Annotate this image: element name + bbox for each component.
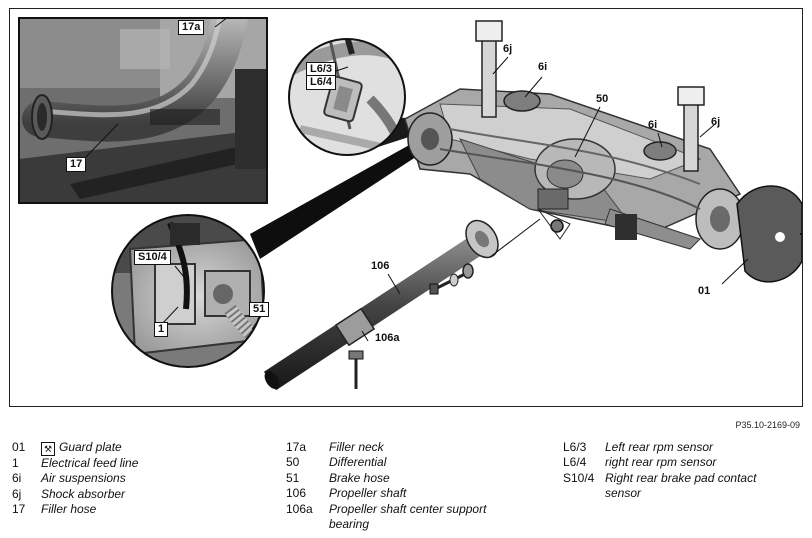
legend-item: L6/3 Left rear rpm sensor [563, 440, 756, 455]
legend-code: L6/3 [563, 440, 587, 454]
legend-code: 01 [12, 440, 26, 454]
legend-desc: Air suspensions [41, 471, 126, 486]
legend-item-continuation: bearing [286, 517, 486, 532]
callout-17a: 17a [178, 20, 205, 35]
callout-50: 50 [596, 93, 609, 105]
legend-desc: Propeller shaft [329, 486, 407, 501]
wrench-badge-icon: ⚒ [41, 442, 55, 456]
legend-code: L6/4 [563, 455, 587, 470]
leader-lines [81, 16, 749, 342]
legend-desc: Left rear rpm sensor [605, 440, 714, 454]
legend-code: 106 [286, 486, 307, 501]
inset-connector-big [250, 139, 428, 259]
callout-6j-left: 6j [503, 43, 513, 55]
callout-17: 17 [66, 157, 87, 172]
legend-item: 17 Filler hose [12, 502, 138, 517]
legend-code: 51 [286, 470, 300, 485]
legend-desc: Filler neck [329, 440, 384, 454]
legend-item: S10/4 Right rear brake pad contact [563, 471, 756, 486]
callout-106a: 106a [375, 332, 400, 344]
legend-code-empty [286, 517, 329, 532]
legend-code: 17a [286, 440, 307, 454]
figure-reference: P35.10-2169-09 [735, 420, 800, 430]
legend-desc: bearing [329, 517, 370, 532]
legend-column-1: 01 ⚒Guard plate 1 Electrical feed line 6… [12, 440, 138, 518]
legend-desc: Propeller shaft center support [329, 501, 487, 516]
callout-51: 51 [249, 302, 270, 317]
diagram-illustration [18, 16, 802, 391]
callout-1: 1 [154, 322, 169, 337]
legend-desc: ⚒Guard plate [41, 440, 122, 456]
legend-desc: Electrical feed line [41, 456, 139, 470]
legend-column-2: 17a Filler neck 50 Differential 51 Brake… [286, 440, 486, 532]
callout-6j-right: 6j [711, 116, 721, 128]
legend-item: 17a Filler neck [286, 440, 486, 455]
legend-code: 1 [12, 456, 19, 470]
legend-item-continuation: sensor [563, 486, 756, 501]
legend-desc: Shock absorber [41, 486, 126, 501]
legend-desc: sensor [605, 486, 642, 501]
legend-code: 106a [286, 501, 313, 516]
diagram-frame: 17a 17 L6/3 L6/4 6j 6i 50 6i 6j 01 106 1… [9, 8, 803, 407]
legend-code-empty [563, 486, 605, 501]
legend-item: 50 Differential [286, 455, 486, 470]
legend-item: L6/4 right rear rpm sensor [563, 455, 756, 470]
rpm-sensor-inset [289, 39, 405, 155]
legend-code: 6j [12, 486, 22, 501]
legend-item: 106a Propeller shaft center support [286, 502, 486, 517]
legend-item: 6j Shock absorber [12, 487, 138, 502]
guard-plate [736, 185, 802, 283]
legend-column-3: L6/3 Left rear rpm sensor L6/4 right rea… [563, 440, 756, 502]
propeller-shaft [263, 219, 499, 391]
legend-item: 51 Brake hose [286, 471, 486, 486]
legend-item: 106 Propeller shaft [286, 486, 486, 501]
fasteners [348, 208, 571, 389]
legend-desc: Differential [329, 455, 387, 470]
legend-desc: right rear rpm sensor [605, 455, 717, 470]
legend-desc: Brake hose [329, 470, 390, 485]
legend-code: S10/4 [563, 470, 595, 485]
legend-desc: Filler hose [41, 502, 97, 517]
legend-item: 1 Electrical feed line [12, 456, 138, 471]
legend-item: 01 ⚒Guard plate [12, 440, 138, 456]
legend-code: 50 [286, 455, 300, 470]
rear-axle-assembly [404, 20, 745, 250]
callout-L6-4: L6/4 [306, 75, 337, 90]
callout-106: 106 [371, 260, 390, 272]
legend-item: 6i Air suspensions [12, 471, 138, 486]
filler-hose-inset [19, 18, 267, 203]
callout-6i-left: 6i [538, 61, 548, 73]
callout-01: 01 [698, 285, 711, 297]
legend-code: 6i [12, 471, 22, 486]
legend-code: 17 [12, 502, 26, 517]
legend-desc: Right rear brake pad contact [605, 470, 757, 485]
callout-6i-right: 6i [648, 119, 658, 131]
callout-S10-4: S10/4 [134, 250, 171, 265]
